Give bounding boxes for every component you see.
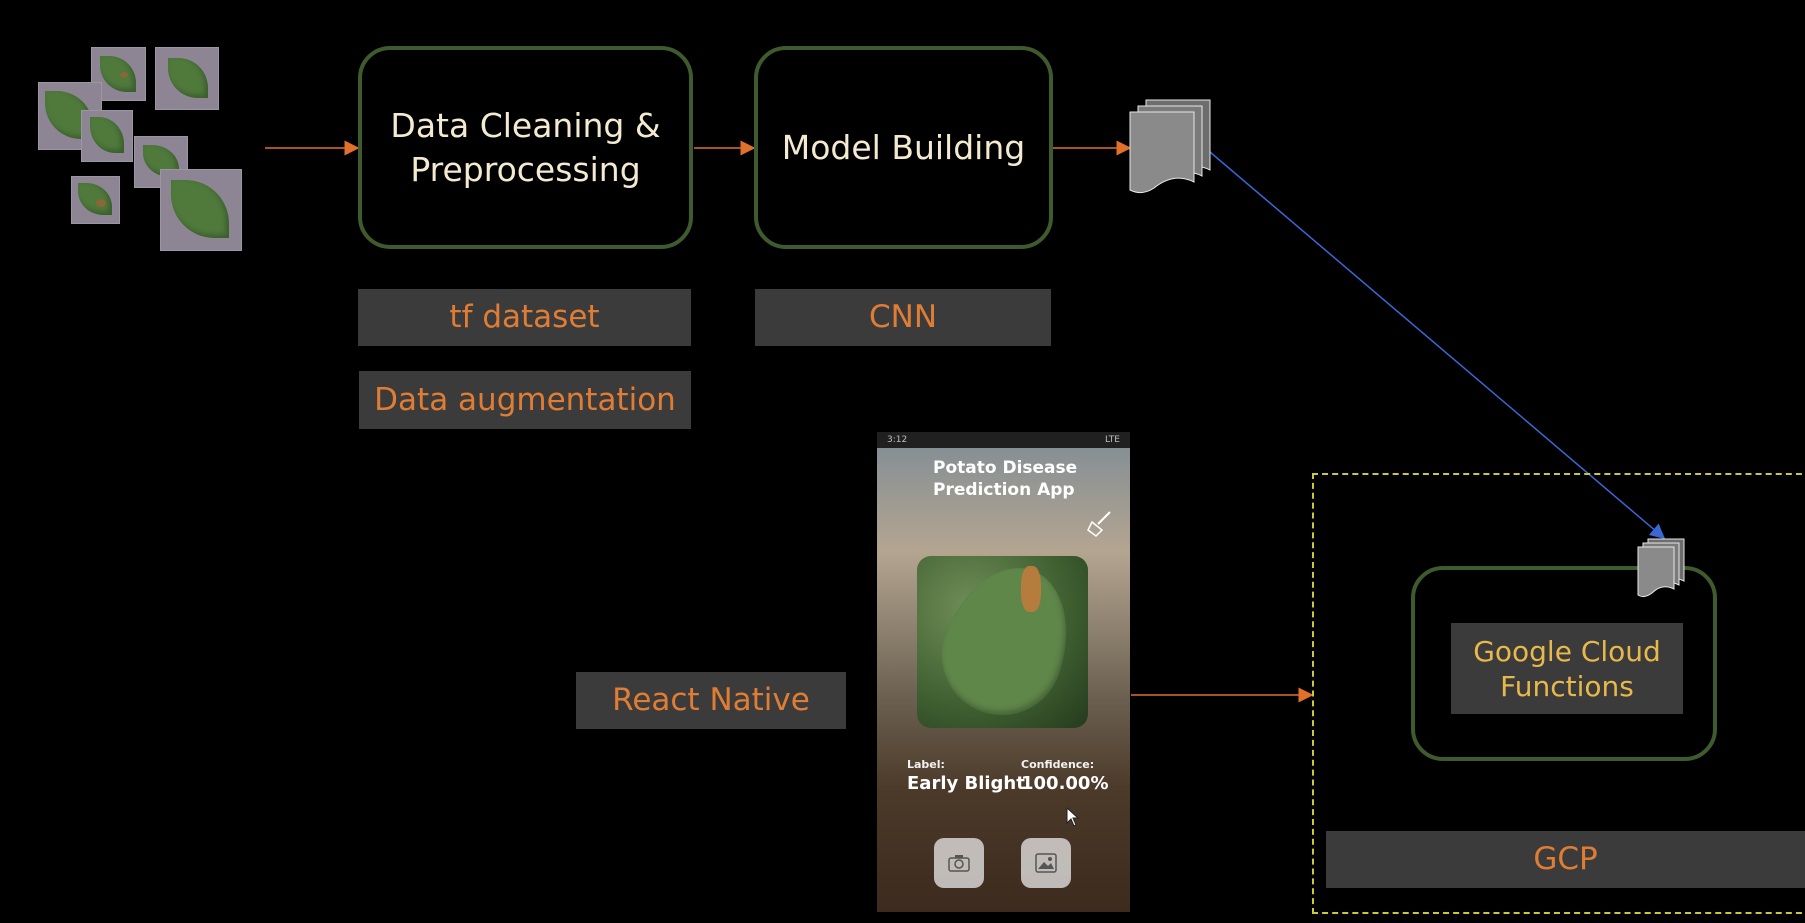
mouse-cursor-icon: [1066, 806, 1080, 827]
leaf-photo: [917, 556, 1088, 728]
cnn-tag: CNN: [755, 289, 1051, 346]
label-value: Early Blight: [907, 773, 1025, 794]
confidence-value: 100.00%: [1021, 773, 1109, 794]
cloud-functions-line-2: Functions: [1500, 669, 1634, 703]
deployed-model-file-icon: [1637, 538, 1685, 598]
status-time: 3:12: [887, 435, 908, 445]
data-cleaning-box: Data Cleaning & Preprocessing: [358, 46, 693, 249]
mobile-app-screenshot: 3:12 LTE Potato Disease Prediction App L…: [877, 432, 1130, 912]
data-augmentation-tag: Data augmentation: [359, 371, 691, 429]
gcp-region: [1312, 473, 1805, 914]
leaf-image: [155, 47, 219, 110]
data-cleaning-line-1: Data Cleaning &: [390, 105, 661, 145]
phone-status-bar: 3:12 LTE: [877, 432, 1130, 448]
gcp-tag: GCP: [1326, 831, 1805, 888]
model-file-icon: [1129, 99, 1211, 194]
cloud-functions-line-1: Google Cloud: [1473, 634, 1661, 668]
status-network: LTE: [1105, 435, 1120, 445]
google-cloud-functions-tag: Google Cloud Functions: [1451, 623, 1683, 714]
broom-icon[interactable]: [1086, 510, 1112, 537]
leaf-image: [160, 169, 242, 251]
tf-dataset-tag: tf dataset: [358, 289, 691, 346]
model-building-box: Model Building: [754, 46, 1053, 249]
data-cleaning-line-2: Preprocessing: [410, 149, 641, 189]
model-building-label: Model Building: [781, 127, 1026, 167]
camera-button[interactable]: [934, 838, 984, 888]
confidence-caption: Confidence:: [1021, 758, 1095, 771]
gallery-button[interactable]: [1021, 838, 1071, 888]
react-native-tag: React Native: [576, 672, 846, 729]
image-gallery-icon: [1035, 853, 1057, 873]
camera-icon: [948, 855, 970, 872]
label-caption: Label:: [907, 758, 945, 771]
app-title: Potato Disease Prediction App: [933, 458, 1093, 502]
leaf-image: [81, 110, 133, 162]
app-title-line-1: Potato Disease: [933, 458, 1078, 478]
leaf-image: [71, 176, 120, 224]
cloud-functions-container: [1411, 566, 1717, 761]
app-title-line-2: Prediction App: [933, 479, 1075, 500]
